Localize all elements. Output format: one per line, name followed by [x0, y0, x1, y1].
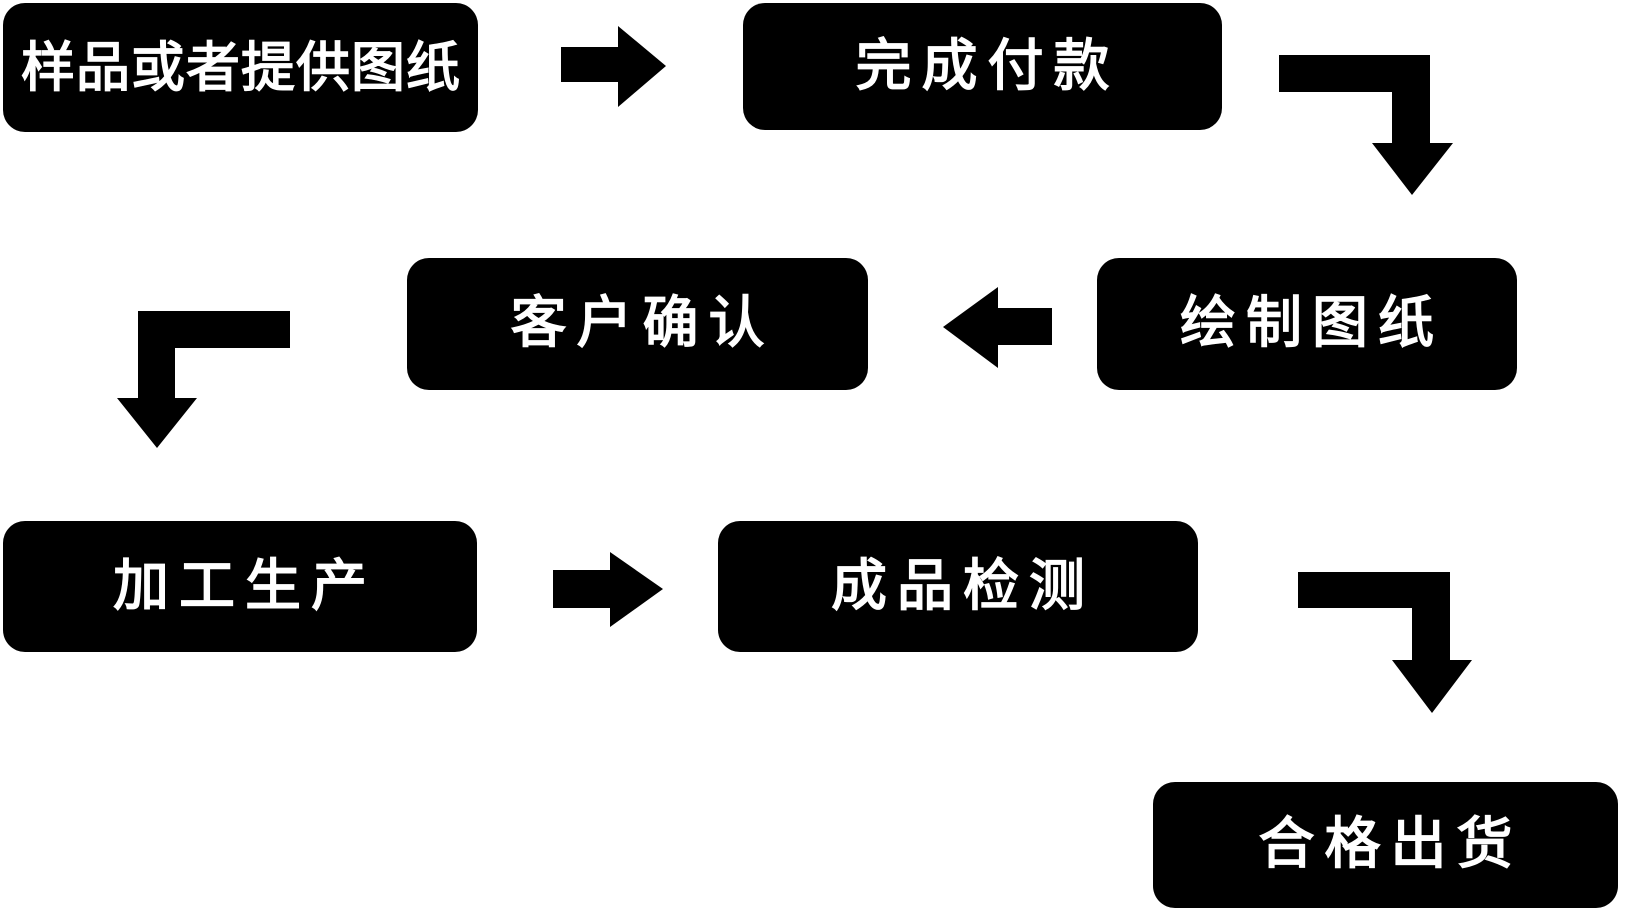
arrow-left-icon	[943, 287, 1052, 368]
step-label: 成品检测	[831, 553, 1095, 619]
arrow-right-icon	[561, 26, 666, 107]
step-qualified-shipment: 合格出货	[1153, 782, 1618, 908]
arrow-elbow-right-down-icon	[1279, 55, 1453, 195]
step-draw-drawing: 绘制图纸	[1097, 258, 1517, 390]
step-label: 客户确认	[510, 291, 775, 356]
arrow-elbow-right-down-icon	[1298, 572, 1472, 713]
step-label: 加工生产	[113, 553, 377, 619]
step-label: 合格出货	[1258, 812, 1523, 877]
arrow-elbow-left-down-icon	[117, 311, 290, 448]
step-sample-or-drawing: 样品或者提供图纸	[3, 3, 478, 132]
step-production: 加工生产	[3, 521, 477, 652]
arrow-right-icon	[553, 552, 663, 627]
step-payment: 完成付款	[743, 3, 1222, 130]
step-label: 绘制图纸	[1180, 291, 1444, 356]
step-label: 样品或者提供图纸	[21, 35, 461, 99]
step-inspection: 成品检测	[718, 521, 1198, 652]
step-label: 完成付款	[855, 33, 1120, 99]
step-customer-confirm: 客户确认	[407, 258, 868, 390]
